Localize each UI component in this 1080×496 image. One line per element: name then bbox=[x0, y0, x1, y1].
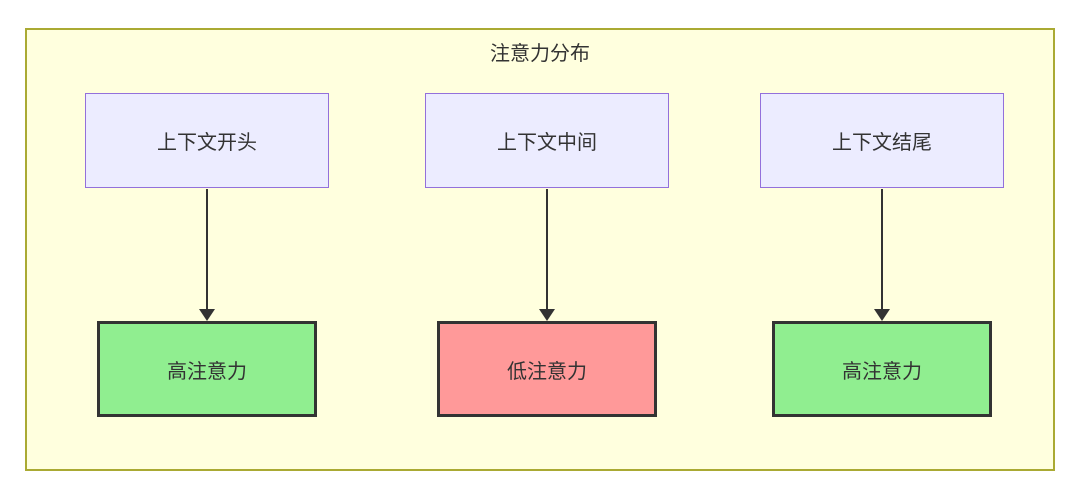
node-label: 高注意力 bbox=[842, 360, 922, 383]
node-high-attention-left: 高注意力 bbox=[97, 321, 317, 417]
node-high-attention-right: 高注意力 bbox=[772, 321, 992, 417]
arrow-line bbox=[206, 189, 208, 310]
node-label: 低注意力 bbox=[507, 360, 587, 383]
node-low-attention-middle: 低注意力 bbox=[437, 321, 657, 417]
arrow-line bbox=[546, 189, 548, 310]
node-context-end: 上下文结尾 bbox=[760, 93, 1004, 188]
diagram-title: 注意力分布 bbox=[490, 43, 590, 65]
node-label: 上下文结尾 bbox=[832, 132, 932, 154]
node-context-middle: 上下文中间 bbox=[425, 93, 669, 188]
node-label: 上下文开头 bbox=[157, 132, 257, 154]
arrowhead-icon bbox=[874, 309, 890, 321]
arrowhead-icon bbox=[199, 309, 215, 321]
arrow-line bbox=[881, 189, 883, 310]
node-label: 高注意力 bbox=[167, 360, 247, 383]
node-context-beginning: 上下文开头 bbox=[85, 93, 329, 188]
arrowhead-icon bbox=[539, 309, 555, 321]
node-label: 上下文中间 bbox=[497, 132, 597, 154]
